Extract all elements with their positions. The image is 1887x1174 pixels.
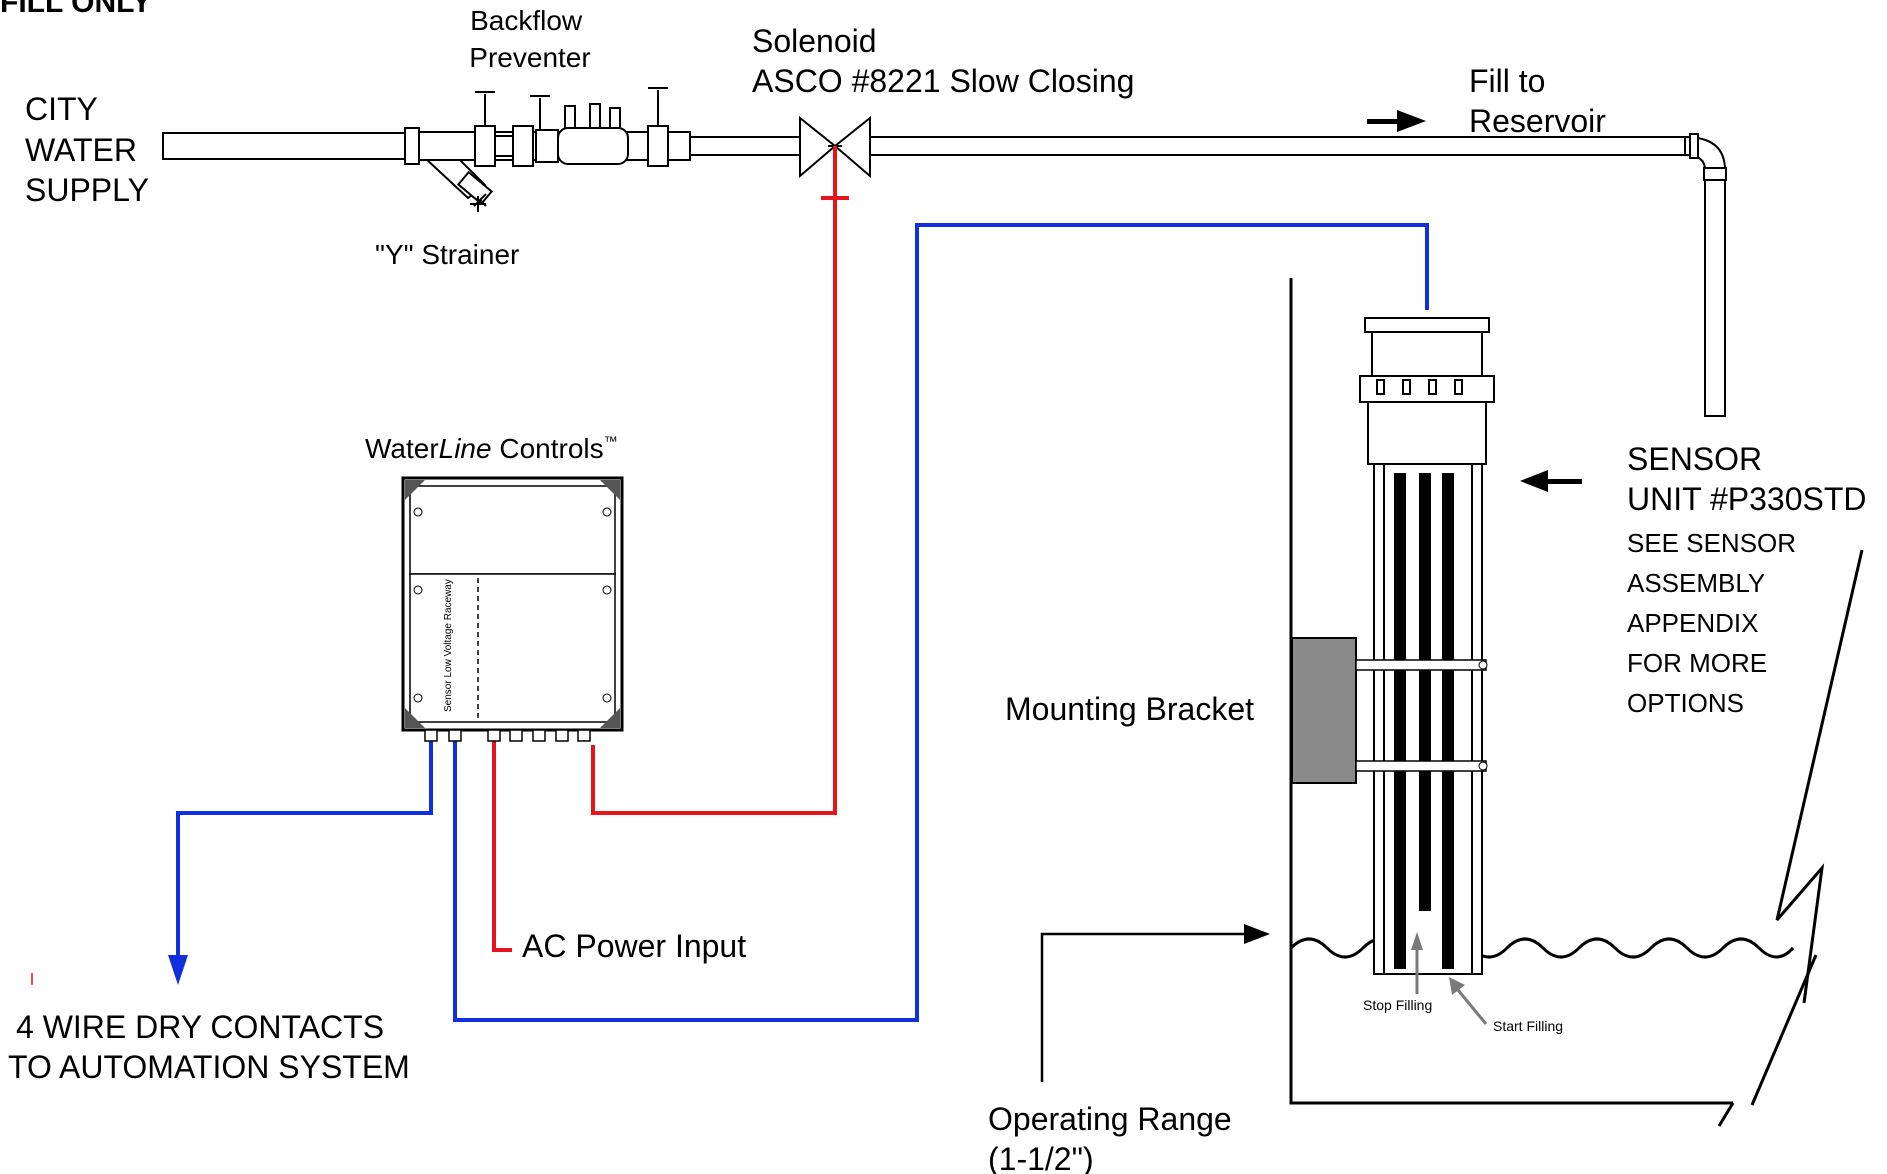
water-surface (1289, 937, 1795, 959)
sensor-unit (1359, 317, 1495, 975)
mounting-bracket-label: Mounting Bracket (1005, 691, 1254, 727)
solenoid-label: Solenoid ASCO #8221 Slow Closing (752, 23, 1134, 99)
start-filling-label: Start Filling (1493, 1018, 1563, 1034)
raceway-label: Sensor Low Voltage Raceway (443, 579, 454, 712)
city-water-supply-label: CITY WATER SUPPLY (25, 91, 149, 208)
start-filling-arrow-icon (1449, 977, 1488, 1025)
arrow-up-icon (1411, 932, 1423, 994)
supply-pipe (162, 132, 1727, 417)
arrow-down-icon (168, 955, 188, 985)
backflow-preventer-label: Backflow Preventer (469, 5, 590, 73)
arrow-right-icon (1367, 110, 1426, 132)
waterline-controller: Sensor Low Voltage Raceway (401, 476, 624, 742)
sensor-wire (168, 223, 1429, 1022)
dry-contacts-label: 4 WIRE DRY CONTACTS TO AUTOMATION SYSTEM (8, 1009, 410, 1085)
stop-filling-label: Stop Filling (1363, 997, 1432, 1013)
power-wire (492, 146, 849, 952)
operating-range-label: Operating Range (1-1/2") (988, 1101, 1241, 1174)
page-title: FILL ONLY (0, 0, 152, 19)
backflow-preventer (418, 87, 691, 167)
arrow-left-icon (1520, 470, 1582, 492)
sensor-note: SEE SENSOR ASSEMBLY APPENDIX FOR MORE OP… (1627, 528, 1803, 718)
sensor-unit-label: SENSOR UNIT #P330STD (1627, 441, 1867, 517)
reservoir (1289, 278, 1864, 1127)
operating-range-pointer (1040, 924, 1270, 1082)
fill-to-reservoir-label: Fill to Reservoir (1469, 63, 1606, 139)
solenoid-valve (799, 115, 871, 179)
cable-glands (424, 729, 591, 742)
controller-title: WaterLine Controls™ (365, 433, 618, 464)
y-strainer-label: "Y" Strainer (375, 239, 519, 270)
mounting-bracket (1291, 637, 1488, 784)
ac-power-input-label: AC Power Input (522, 928, 746, 964)
